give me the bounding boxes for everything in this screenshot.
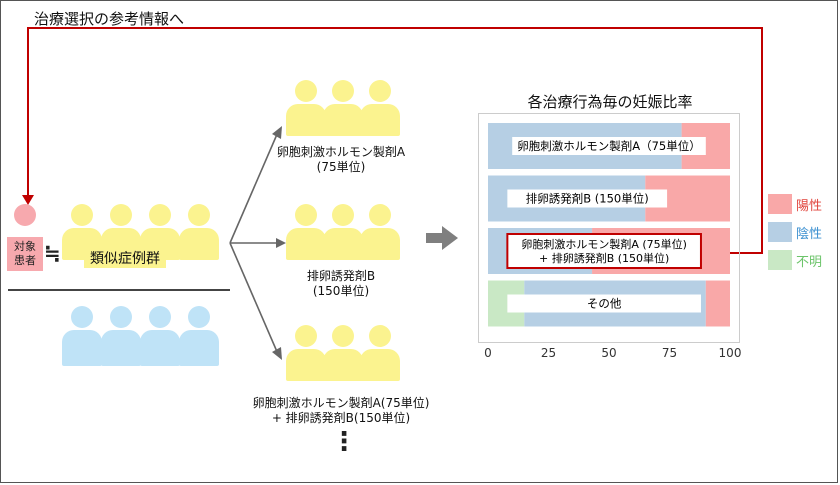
person-icon — [323, 204, 363, 260]
person-icon — [286, 325, 326, 381]
branch-caption-line2: (150単位) — [312, 284, 370, 298]
person-icon — [323, 80, 363, 136]
bar-label-box — [507, 189, 668, 208]
bar-label-box — [507, 294, 701, 313]
patient-label-line1: 対象 — [14, 240, 36, 253]
legend-swatch — [768, 194, 792, 214]
x-tick-label: 0 — [484, 346, 492, 360]
chart-title: 各治療行為毎の妊娠比率 — [527, 93, 693, 111]
x-tick-label: 25 — [541, 346, 556, 360]
branch-caption-line1: 卵胞刺激ホルモン製剤A — [276, 145, 406, 159]
person-icon — [62, 306, 102, 368]
person-icon — [360, 325, 400, 381]
bar-label: 卵胞刺激ホルモン製剤A (75単位) — [521, 237, 687, 251]
bar-label: 卵胞刺激ホルモン製剤A（75単位） — [517, 139, 701, 153]
right-arrow-icon — [426, 226, 458, 250]
patient-label-line2: 患者 — [14, 254, 36, 267]
target-patient-label: 対象 患者 — [7, 237, 43, 271]
bar-label-box — [512, 137, 706, 155]
legend-label: 陽性 — [796, 199, 823, 214]
approx-equal-symbol: ≒ — [44, 241, 61, 265]
divider — [8, 289, 230, 291]
bar-segment — [705, 280, 730, 327]
stacked-bar-chart: 卵胞刺激ホルモン製剤A（75単位） 排卵誘発剤B (150単位) 卵胞刺激ホルモン製… — [484, 123, 742, 360]
chart-plot-frame — [478, 113, 740, 343]
person-icon — [179, 306, 219, 368]
x-tick-label: 75 — [662, 346, 677, 360]
person-icon — [179, 204, 219, 260]
legend-label: 陰性 — [796, 227, 823, 242]
bar-label: その他 — [587, 297, 622, 311]
branch-caption-line2: (75単位) — [316, 160, 366, 174]
more-ellipsis: ⋮ — [331, 427, 357, 457]
branch-caption: 卵胞刺激ホルモン製剤A (75単位) — [246, 145, 436, 175]
x-tick-label: 50 — [601, 346, 616, 360]
person-icon — [360, 204, 400, 260]
bar-label: 排卵誘発剤B (150単位) — [526, 192, 649, 206]
legend-swatch — [768, 250, 792, 270]
bar-label-box — [506, 233, 702, 269]
person-icon — [101, 306, 141, 368]
person-icon — [140, 306, 180, 368]
branch-caption-line1: 卵胞刺激ホルモン製剤A(75単位) — [252, 396, 430, 410]
target-patient-icon — [14, 204, 36, 228]
branch-caption-line2: + 排卵誘発剤B(150単位) — [271, 411, 411, 425]
similar-case-group-label: 類似症例群 — [84, 248, 166, 268]
person-icon — [286, 204, 326, 260]
x-tick-label: 100 — [719, 346, 742, 360]
legend-swatch — [768, 222, 792, 242]
bar-label: + 排卵誘発剤B (150単位) — [539, 251, 669, 265]
person-icon — [323, 325, 363, 381]
legend-label: 不明 — [796, 255, 823, 270]
page-title: 治療選択の参考情報へ — [34, 10, 185, 28]
branch-caption-line1: 排卵誘発剤B — [306, 269, 376, 283]
branch-caption: 排卵誘発剤B (150単位) — [246, 269, 436, 299]
person-icon — [360, 80, 400, 136]
person-icon — [286, 80, 326, 136]
branch-caption: 卵胞刺激ホルモン製剤A(75単位) + 排卵誘発剤B(150単位) — [236, 396, 446, 426]
